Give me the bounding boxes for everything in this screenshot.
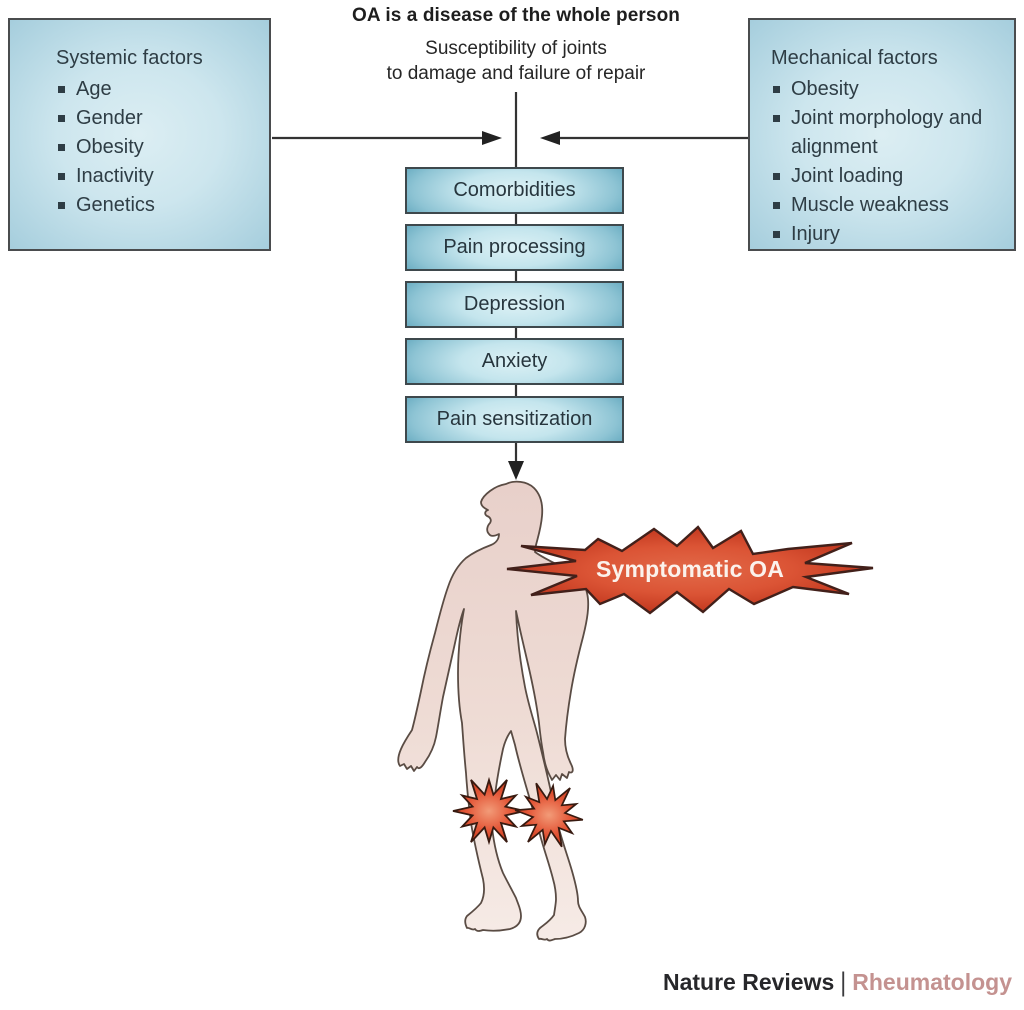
- journal-attribution: Nature Reviews|Rheumatology: [662, 966, 1012, 997]
- list-item: Inactivity: [56, 162, 261, 191]
- bullet-square-icon: [773, 231, 780, 238]
- pathway-box-label: Pain sensitization: [436, 408, 593, 430]
- bullet-square-icon: [58, 115, 65, 122]
- pathway-box-depression: Depression: [405, 281, 624, 328]
- list-item: Muscle weakness: [771, 191, 1008, 220]
- mechanical-factors-box: Mechanical factors Obesity Joint morphol…: [748, 18, 1016, 251]
- pathway-box-label: Depression: [463, 293, 566, 315]
- bullet-square-icon: [773, 86, 780, 93]
- list-item-label: Joint loading: [791, 165, 904, 187]
- bullet-square-icon: [773, 202, 780, 209]
- left-arrowhead-icon: [540, 131, 560, 145]
- pathway-box-pain-sensitization: Pain sensitization: [405, 396, 624, 443]
- list-item-label: Joint morphology and alignment: [791, 107, 983, 158]
- symptomatic-oa-label: Symptomatic OA: [595, 556, 785, 582]
- systemic-factors-box: Systemic factors Age Gender Obesity Inac…: [8, 18, 271, 251]
- list-item-label: Obesity: [76, 136, 144, 158]
- pathway-box-label: Comorbidities: [453, 179, 576, 201]
- list-item: Joint morphology and alignment: [771, 104, 1008, 162]
- symptomatic-oa-burst: [506, 525, 874, 615]
- list-item: Age: [56, 75, 261, 104]
- knee-burst-left: [452, 776, 526, 846]
- pathway-box-label: Anxiety: [481, 350, 548, 372]
- list-item: Gender: [56, 104, 261, 133]
- mechanical-factors-heading: Mechanical factors: [771, 47, 938, 69]
- bullet-square-icon: [58, 86, 65, 93]
- knee-burst-right: [514, 782, 584, 848]
- list-item-label: Genetics: [76, 194, 155, 216]
- systemic-factors-heading: Systemic factors: [56, 47, 203, 69]
- bullet-square-icon: [58, 202, 65, 209]
- list-item-label: Obesity: [791, 78, 859, 100]
- subtitle-line-1: Susceptibility of joints: [425, 38, 607, 59]
- pathway-box-label: Pain processing: [443, 236, 586, 258]
- list-item-label: Age: [76, 78, 112, 100]
- list-item: Genetics: [56, 191, 261, 220]
- page-title: OA is a disease of the whole person: [352, 5, 680, 26]
- bullet-square-icon: [773, 173, 780, 180]
- list-item-label: Muscle weakness: [791, 194, 949, 216]
- pathway-box-comorbidities: Comorbidities: [405, 167, 624, 214]
- down-arrowhead-icon: [508, 461, 524, 480]
- subtitle-line-2: to damage and failure of repair: [386, 63, 646, 84]
- list-item: Obesity: [771, 75, 1008, 104]
- bullet-square-icon: [58, 173, 65, 180]
- list-item: Obesity: [56, 133, 261, 162]
- subtitle: Susceptibility of joints to damage and f…: [262, 36, 770, 86]
- list-item-label: Injury: [791, 223, 840, 245]
- list-item-label: Inactivity: [76, 165, 154, 187]
- bullet-square-icon: [773, 115, 780, 122]
- journal-separator: |: [840, 966, 847, 997]
- journal-section: Rheumatology: [852, 969, 1012, 995]
- pathway-box-anxiety: Anxiety: [405, 338, 624, 385]
- right-arrowhead-icon: [482, 131, 502, 145]
- bullet-square-icon: [58, 144, 65, 151]
- list-item: Injury: [771, 220, 1008, 249]
- journal-name: Nature Reviews: [662, 969, 835, 995]
- pathway-box-pain-processing: Pain processing: [405, 224, 624, 271]
- list-item-label: Gender: [76, 107, 143, 129]
- list-item: Joint loading: [771, 162, 1008, 191]
